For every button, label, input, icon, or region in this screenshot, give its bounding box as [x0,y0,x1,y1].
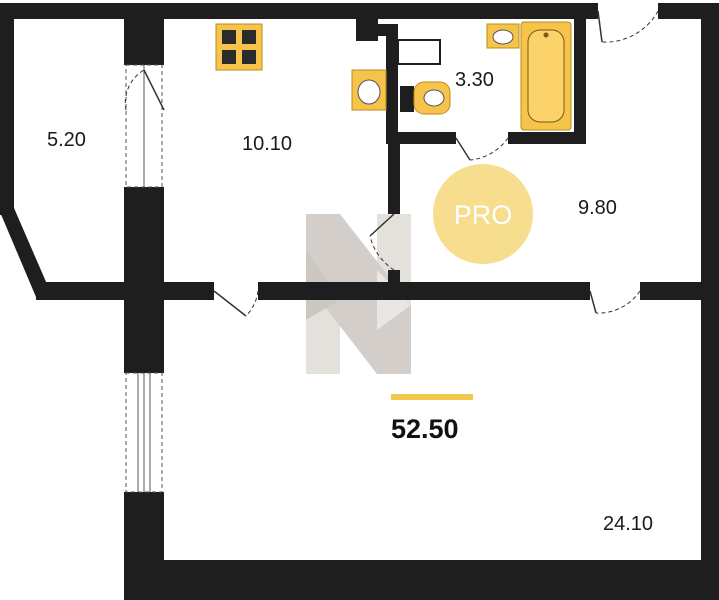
bedroom-area: 9.80 [578,197,617,219]
pro-badge: PRO [433,164,533,264]
living-room-area: 24.10 [603,513,653,535]
bathroom-area: 3.30 [455,69,494,91]
stove-icon [215,23,263,71]
window-icon [125,64,163,493]
total-area: 52.50 [391,414,459,444]
bathtub-icon [520,21,572,131]
balcony-area: 5.20 [47,129,86,151]
bathroom-sink-icon [486,23,520,49]
sink-icon [351,69,387,111]
total-accent-bar [391,394,473,400]
kitchen-area: 10.10 [242,133,292,155]
pro-badge-text: PRO [454,200,513,230]
toilet-icon [400,81,451,115]
door-icon [124,10,659,317]
walls [0,3,719,600]
